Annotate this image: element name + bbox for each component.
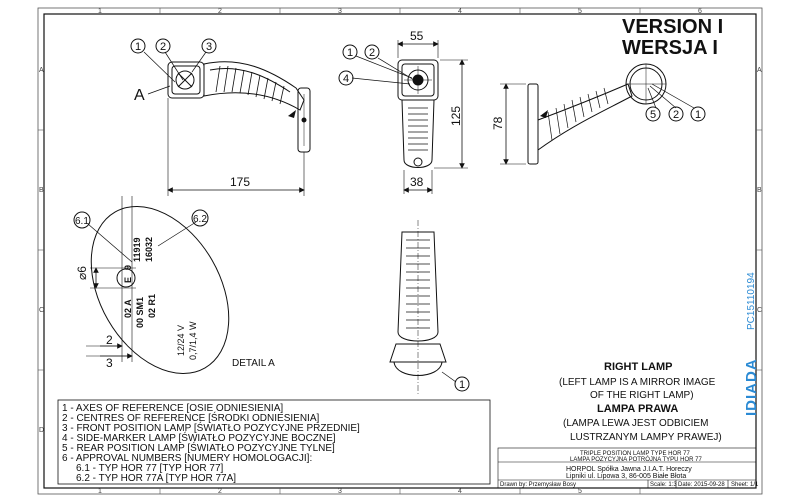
- rear-balloon-5: 5: [650, 109, 656, 121]
- detail-dim-a: 2: [106, 333, 113, 347]
- legend-item-6-1: 6.1 - TYP HOR 77 [TYP HOR 77]: [76, 463, 224, 474]
- right-lamp-title-pl: LAMPA PRAWA: [597, 403, 678, 415]
- detail-code-5: 02 R1: [147, 294, 157, 318]
- detail-power: 0,7/1,4 W: [188, 321, 198, 360]
- right-lamp-note-en-2: OF THE RIGHT LAMP): [590, 390, 694, 401]
- bottom-view: [389, 220, 470, 396]
- side-bottom-dim: 38: [410, 175, 424, 189]
- zone-left-d: D: [39, 427, 44, 434]
- rear-height-dim: 78: [491, 116, 505, 130]
- sheet-frame: [37, 7, 763, 495]
- legend-item-2: 2 - CENTRES OF REFERENCE [ŚRODKI ODNIESI…: [62, 411, 319, 424]
- right-lamp-note-en-1: (LEFT LAMP IS A MIRROR IMAGE: [559, 377, 716, 388]
- front-view-ref-letter: A: [134, 87, 145, 104]
- detail-a: [73, 196, 230, 375]
- document-code: PC15110194: [746, 272, 757, 330]
- front-width-dim: 175: [230, 175, 250, 189]
- zone-left-b: B: [39, 187, 44, 194]
- rear-balloon-2: 2: [673, 109, 679, 121]
- title-block-sheet: Sheet: 1/1: [731, 482, 759, 488]
- front-balloon-2: 2: [160, 41, 166, 53]
- title-block-date: Date: 2015-09-28: [678, 482, 725, 488]
- title-block-company: HORPOL Spółka Jawna J.I.A.T. Horeczy: [566, 466, 692, 473]
- legend-item-6-2: 6.2 - TYP HOR 77A [TYP HOR 77A]: [76, 473, 236, 484]
- right-lamp-note-pl-1: (LAMPA LEWA JEST ODBICIEM: [563, 418, 708, 429]
- zone-left-a: A: [39, 67, 44, 74]
- detail-voltage: 12/24 V: [176, 325, 186, 356]
- detail-approval-digit: 9: [123, 265, 133, 270]
- zone-bottom-2: 2: [218, 488, 222, 495]
- title-block-line-2: LAMPA POZYCYJNA POTRÓJNA TYPU HOR 77: [570, 456, 702, 463]
- zone-right-a: A: [757, 67, 762, 74]
- detail-e-symbol: E: [123, 277, 133, 283]
- front-view: [130, 38, 311, 196]
- title-block-drawn-by: Drawn by: Przemysław Bosy: [500, 482, 576, 488]
- rear-view: [500, 63, 706, 165]
- detail-diameter-dim: ⌀6: [75, 266, 89, 280]
- zone-right-c: C: [757, 307, 762, 314]
- legend-item-6: 6 - APPROVAL NUMBERS [NUMERY HOMOLOGACJI…: [62, 453, 312, 464]
- zone-top-6: 6: [698, 8, 702, 15]
- detail-code-1: 11919: [132, 237, 142, 262]
- legend-box: [57, 399, 491, 485]
- detail-balloon-6-2: 6.2: [193, 214, 207, 225]
- zone-top-3: 3: [338, 8, 342, 15]
- side-balloon-1: 1: [347, 47, 353, 59]
- detail-caption: DETAIL A: [232, 358, 275, 369]
- title-block-scale: Scale: 1:3: [650, 482, 677, 488]
- detail-code-2: 16032: [144, 237, 154, 262]
- detail-code-3: 02 A: [123, 299, 133, 318]
- side-height-dim: 125: [449, 106, 463, 126]
- side-view: [338, 40, 468, 194]
- zone-bottom-5: 5: [578, 488, 582, 495]
- zone-right-b: B: [757, 187, 762, 194]
- detail-balloon-6-1: 6.1: [75, 216, 89, 227]
- zone-top-2: 2: [218, 8, 222, 15]
- detail-code-4: 00 SM1: [135, 297, 145, 328]
- right-lamp-title-en: RIGHT LAMP: [604, 361, 672, 373]
- title-block: [497, 447, 757, 489]
- rear-balloon-1: 1: [695, 109, 701, 121]
- side-balloon-4: 4: [343, 73, 349, 85]
- side-balloon-2: 2: [369, 47, 375, 59]
- zone-top-4: 4: [458, 8, 462, 15]
- zone-top-1: 1: [98, 8, 102, 15]
- bottom-balloon-1: 1: [459, 379, 465, 391]
- title-block-line-1: TRIPLE POSITION LAMP TYPE HOR 77: [580, 451, 690, 457]
- zone-bottom-3: 3: [338, 488, 342, 495]
- title-block-address: Lipniki ul. Lipowa 3, 86-005 Białe Błota: [566, 473, 686, 480]
- zone-bottom-4: 4: [458, 488, 462, 495]
- legend-item-4: 4 - SIDE-MARKER LAMP [ŚWIATŁO POZYCYJNE …: [62, 431, 336, 444]
- legend-item-5: 5 - REAR POSITION LAMP [ŚWIATŁO POZYCYJN…: [62, 441, 335, 454]
- idiada-logo: IDIADA: [743, 358, 760, 416]
- side-top-dim: 55: [410, 29, 424, 43]
- zone-left-c: C: [39, 307, 44, 314]
- front-balloon-3: 3: [206, 41, 212, 53]
- version-title-pl: WERSJA I: [622, 37, 718, 59]
- zone-bottom-1: 1: [98, 488, 102, 495]
- zone-top-5: 5: [578, 8, 582, 15]
- legend-item-1: 1 - AXES OF REFERENCE [OSIE ODNIESIENIA]: [62, 403, 283, 414]
- version-title-en: VERSION I: [622, 16, 723, 38]
- right-lamp-note-pl-2: LUSTRZANYM LAMPY PRAWEJ): [570, 432, 722, 443]
- detail-dim-b: 3: [106, 356, 113, 370]
- legend-item-3: 3 - FRONT POSITION LAMP [ŚWIATŁO POZYCYJ…: [62, 421, 360, 434]
- front-balloon-1: 1: [135, 41, 141, 53]
